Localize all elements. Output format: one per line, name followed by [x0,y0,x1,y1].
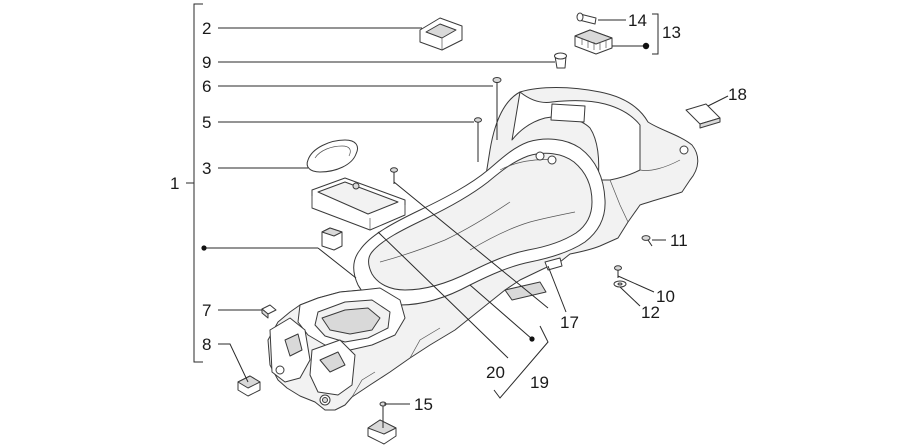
callout-8: 8 [202,335,211,354]
leader-lines [204,19,729,405]
underseat-compartment-body [267,87,699,411]
callout-13: 13 [662,23,681,42]
callout-19: 19 [530,373,549,392]
leader-dots [201,42,650,342]
callout-9: 9 [202,53,211,72]
part-7-clip [261,304,277,319]
callout-7: 7 [202,301,211,320]
callout-14: 14 [628,11,647,30]
callout-12: 12 [641,303,660,322]
part-12-washer [613,280,627,288]
part-3-lid [306,139,359,173]
part-tray [311,177,406,231]
part-11-screw [641,235,653,247]
part-15-bracket [367,401,397,445]
part-10-screw [614,265,622,278]
callout-labels: 1 2 3 5 6 7 8 9 10 11 12 13 14 15 17 18 … [170,11,747,414]
part-8-nut [237,375,261,397]
callout-6: 6 [202,77,211,96]
part-5-screw [474,117,482,130]
callout-17: 17 [560,313,579,332]
group-bracket-13 [652,13,659,55]
callout-15: 15 [414,395,433,414]
part-2-cover [419,17,463,51]
callout-11: 11 [670,231,688,250]
callout-10: 10 [656,287,675,306]
group-bracket-1 [186,3,203,363]
part-14-pin [576,12,597,25]
part-18-pad [685,103,721,129]
callout-1: 1 [170,174,179,193]
callout-5: 5 [202,113,211,132]
part-17-screw [390,167,398,184]
callout-3: 3 [202,159,211,178]
callout-2: 2 [202,19,211,38]
callout-20: 20 [486,363,505,382]
callout-18: 18 [728,85,747,104]
part-13-lock [574,29,613,55]
part-9-plug [554,52,567,69]
part-small-block [321,227,343,251]
